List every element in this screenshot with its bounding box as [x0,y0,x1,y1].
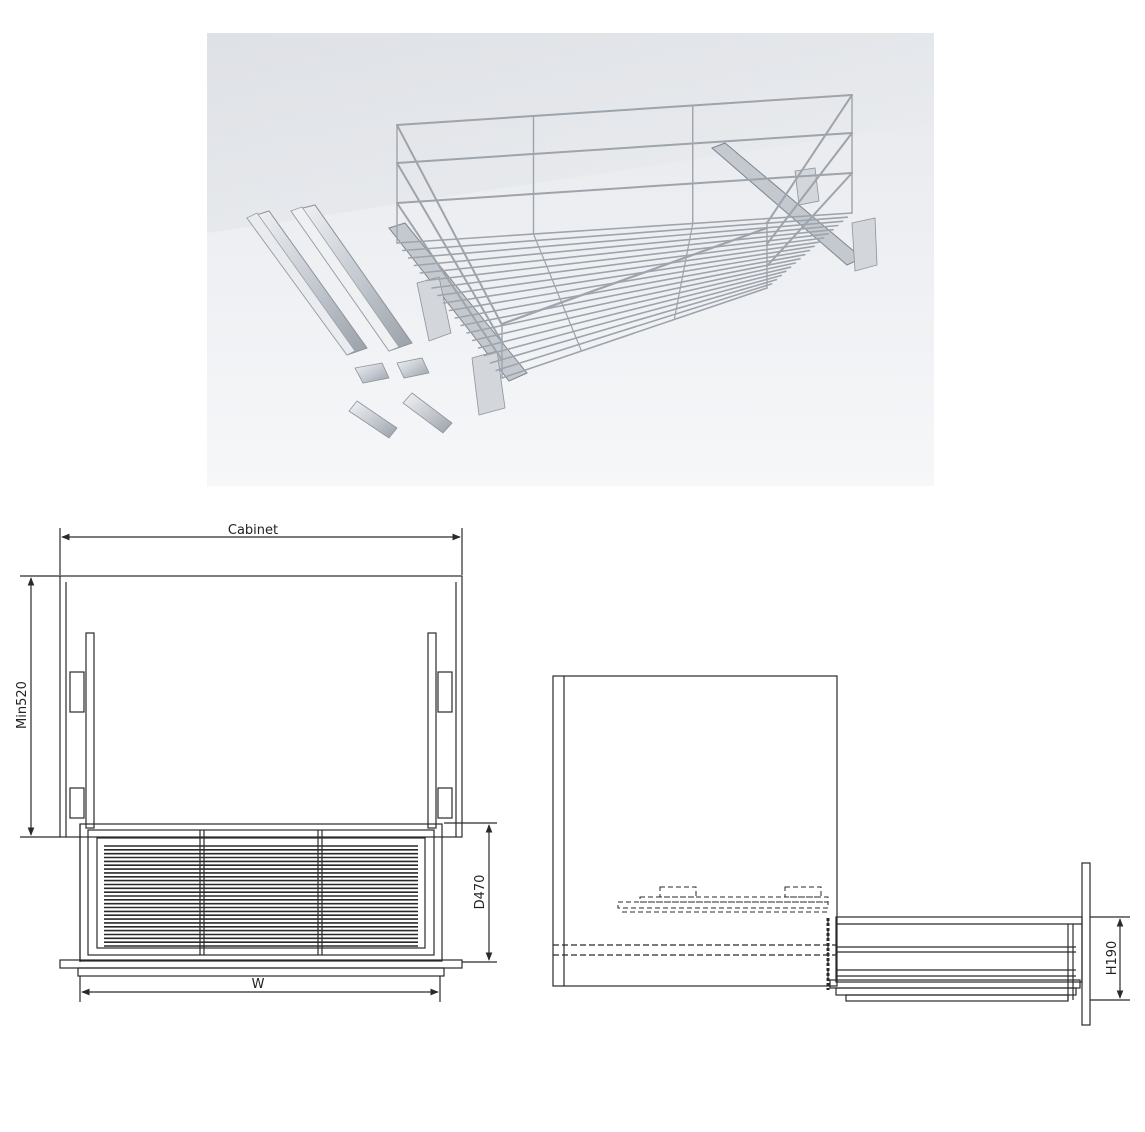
basket-wire [407,220,844,259]
min-depth-label: Min520 [15,681,30,729]
width-label: W [252,977,265,992]
front-bracket-right [290,204,413,352]
basket-wire [673,222,694,321]
basket-wire [396,124,503,326]
basket-wire [448,249,811,312]
basket-wire [454,253,806,319]
slide-left [388,222,528,416]
basket-wire [396,94,853,126]
basket-wire [396,212,853,244]
basket-wire [766,132,853,245]
plan-basket [79,823,443,962]
height-label: H190 [1105,941,1120,976]
cabinet-label: Cabinet [228,523,278,538]
width-dimension [79,976,441,1002]
basket-wire [472,266,792,342]
side-view: H190 [552,675,1130,1026]
basket-wire [501,287,768,379]
plan-slide-right [427,632,453,829]
side-basket-retracted [617,886,829,913]
side-front-panel [1081,862,1091,1026]
front-bracket-left [246,210,368,356]
basket-wire [442,245,816,304]
basket-wire [419,228,834,274]
plan-slide-left [69,632,95,829]
cabinet-dimension [59,528,463,575]
basket-wire [532,233,583,352]
basket-wire [396,202,503,361]
basket-depth-label: D470 [473,875,488,910]
basket-wire [466,262,797,334]
basket-wire [477,270,787,349]
wire-basket [396,94,853,379]
basket-wire [460,258,801,327]
basket-wire [396,172,853,204]
plan-view: Cabinet Min520 [15,523,497,1002]
basket-wire [402,216,849,252]
basket-wire [483,274,782,357]
basket-wire [437,241,820,297]
basket-wire [396,162,503,343]
product-photo [207,33,934,486]
basket-wire [489,278,778,364]
basket-wire [431,237,825,289]
basket-wire [500,226,769,326]
basket-wire [495,283,773,372]
basket-depth-dimension [444,822,497,963]
height-dimension [1090,916,1130,1001]
cabinet-outline [59,575,463,838]
mounting-clips [348,357,453,439]
basket-wire [396,132,853,164]
basket-wire [766,94,853,225]
basket-wire [766,172,853,267]
min-depth-dimension [20,575,60,838]
side-basket-extended [826,916,1083,1002]
basket-wire [425,233,830,282]
side-cabinet-outline [552,675,838,987]
